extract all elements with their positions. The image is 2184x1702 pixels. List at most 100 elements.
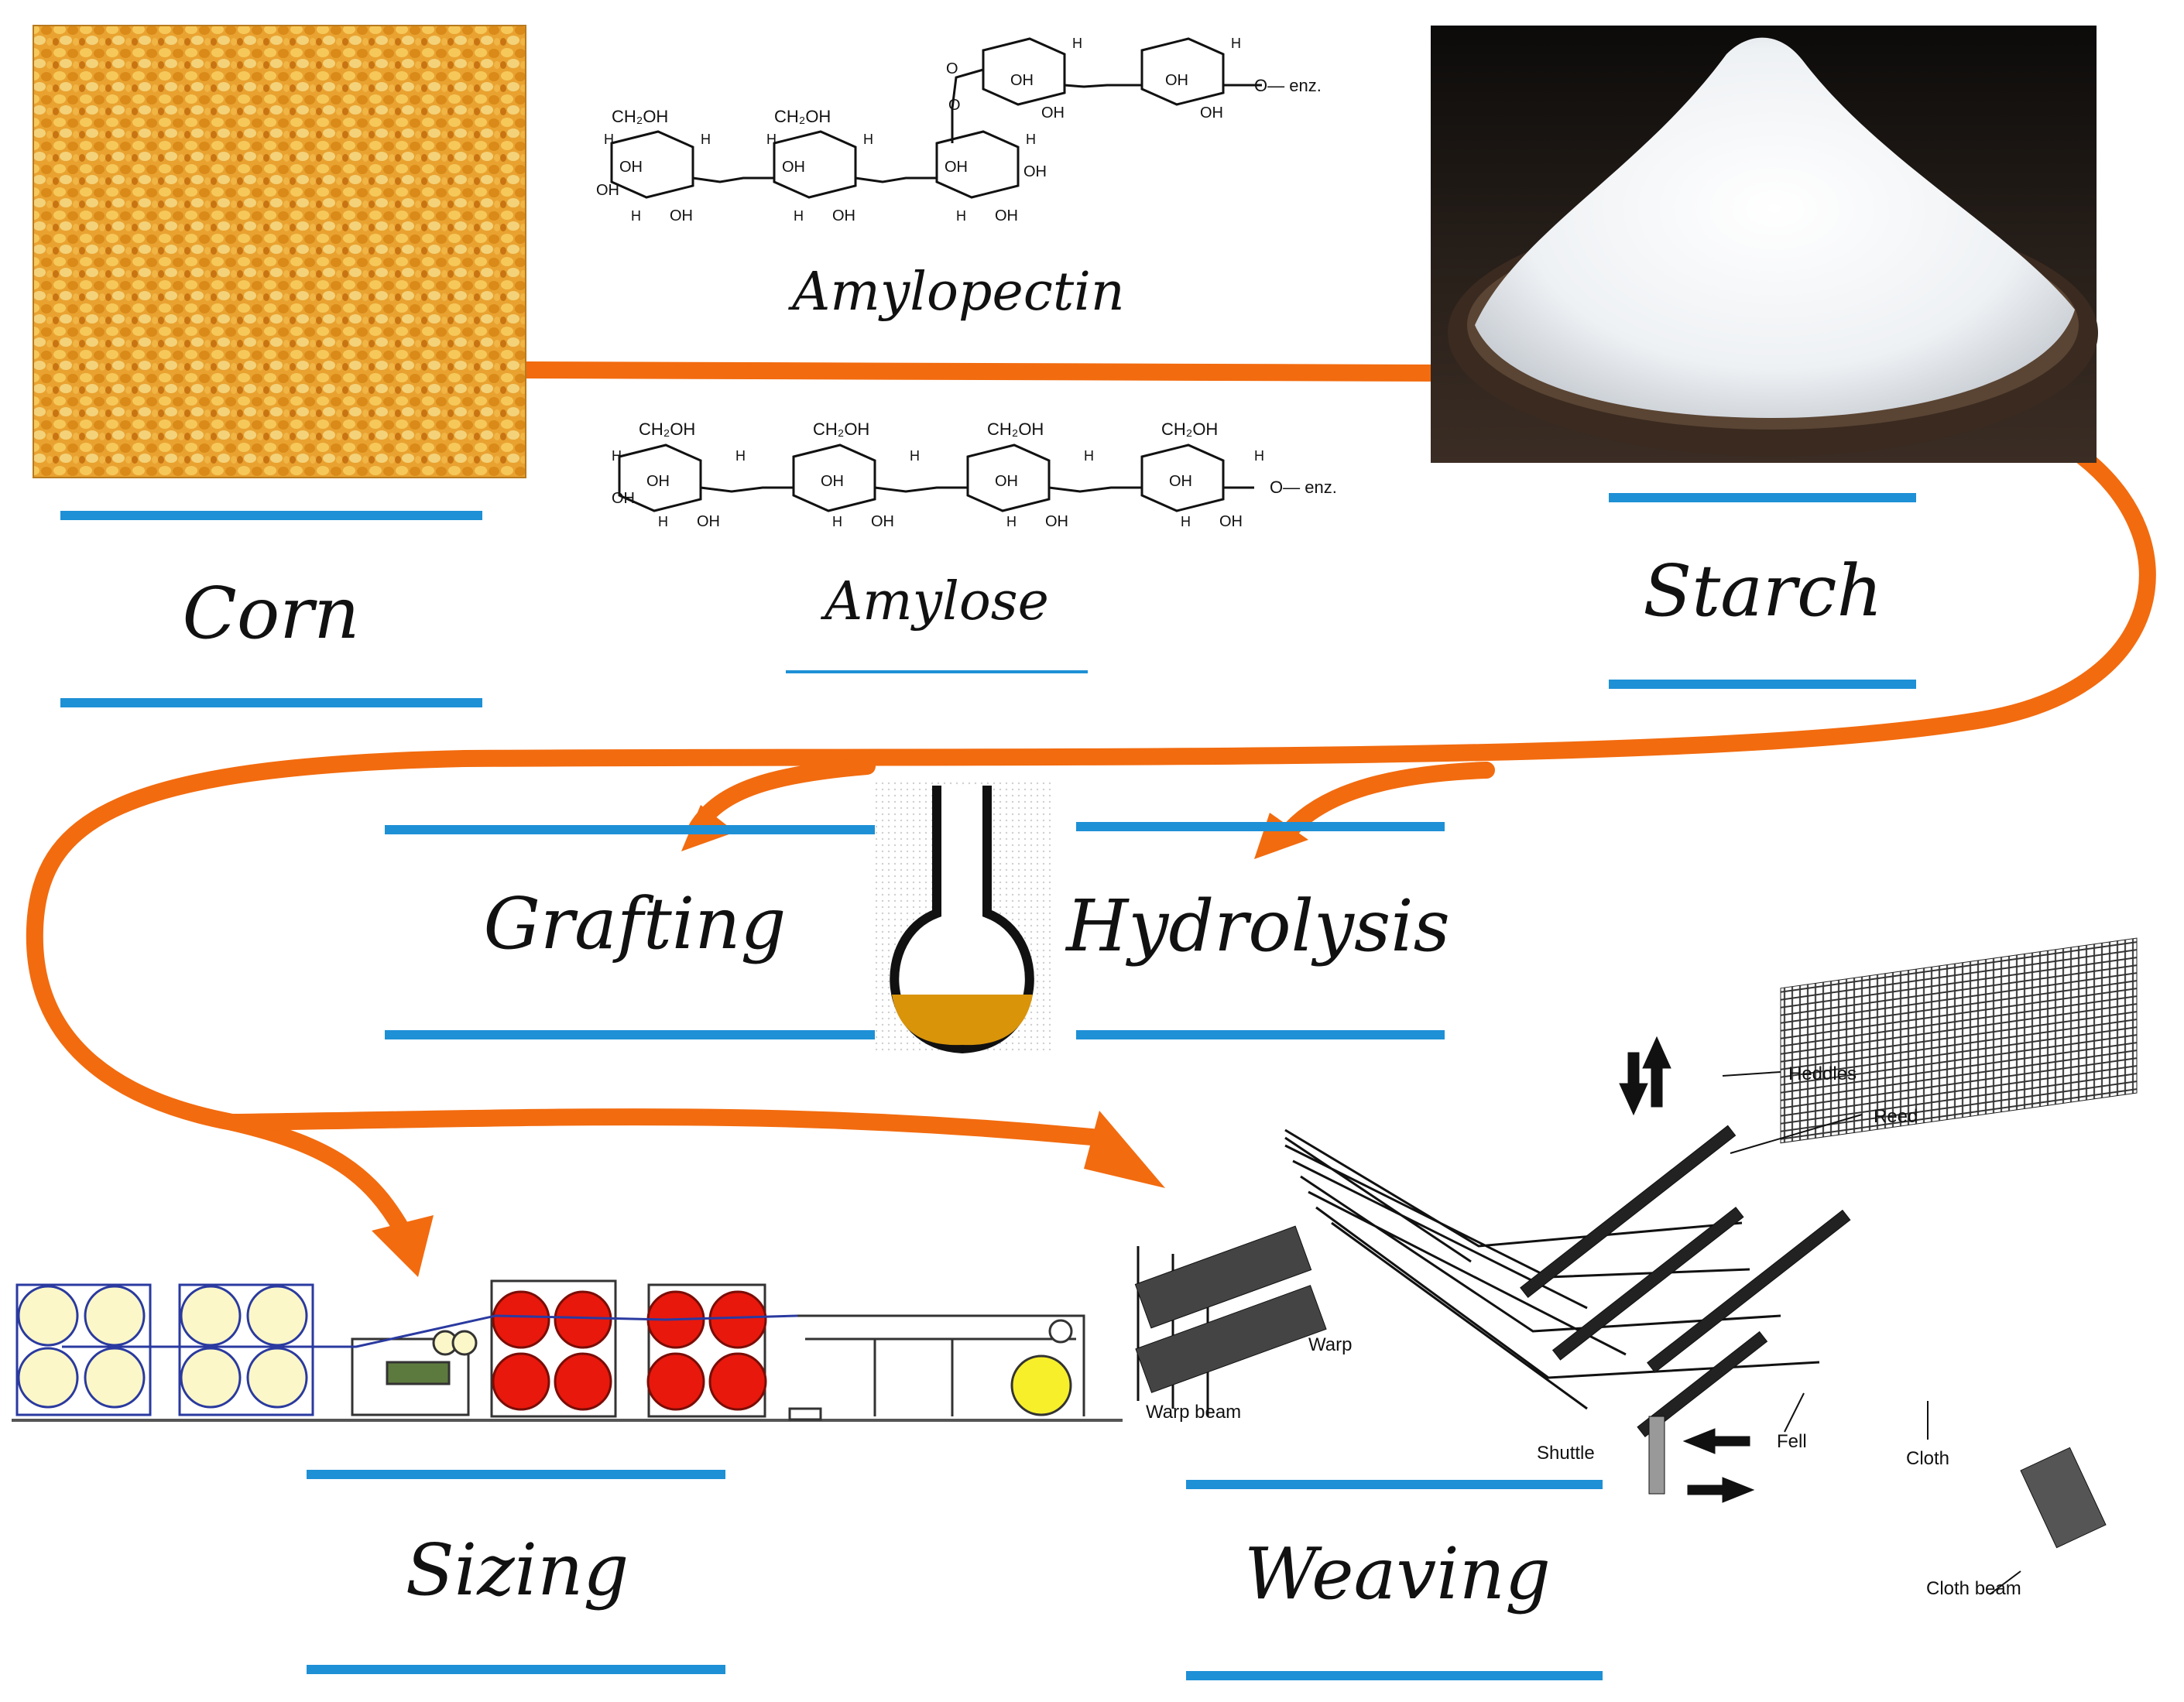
corn-image xyxy=(33,26,526,478)
amylose-labels: CH₂OH CH₂OH CH₂OH CH₂OH OH OH OH OH OH O… xyxy=(612,420,1337,673)
svg-text:O— enz.: O— enz. xyxy=(1270,478,1337,497)
amylopectin-structure xyxy=(610,37,1262,199)
cloth-label: Cloth xyxy=(1906,1448,1949,1469)
svg-text:CH₂OH: CH₂OH xyxy=(987,420,1044,439)
svg-text:OH: OH xyxy=(945,159,968,176)
sizing-section: Sizing xyxy=(307,1470,725,1674)
up-arrow-icon xyxy=(1642,1036,1671,1108)
heddles-label: Heddles xyxy=(1788,1063,1857,1084)
right-arrow-icon xyxy=(1687,1477,1755,1503)
starch-label: Starch xyxy=(1643,550,1883,632)
svg-text:O: O xyxy=(948,97,961,114)
grafting-section: Grafting xyxy=(385,825,875,1039)
corn-section: Corn xyxy=(33,25,526,707)
svg-text:OH: OH xyxy=(670,207,693,224)
left-arrow-icon xyxy=(1682,1428,1750,1454)
svg-text:H: H xyxy=(956,208,966,224)
to-grafting-arrow xyxy=(688,758,876,837)
svg-text:H: H xyxy=(1072,36,1082,51)
sizing-machine xyxy=(12,1279,1123,1422)
svg-text:OH: OH xyxy=(832,207,855,224)
starch-powder xyxy=(1475,37,2075,419)
starch-to-process-arrow xyxy=(26,448,2156,1239)
to-weaving-arrow xyxy=(224,1108,1108,1146)
svg-text:H: H xyxy=(604,132,614,147)
svg-text:H: H xyxy=(612,448,622,464)
svg-text:OH: OH xyxy=(619,159,643,176)
svg-text:O: O xyxy=(946,60,958,77)
loom-diagram xyxy=(1134,937,2138,1595)
svg-text:CH₂OH: CH₂OH xyxy=(639,420,695,439)
heddles-icon xyxy=(1520,1125,1737,1299)
svg-text:OH: OH xyxy=(1169,473,1192,490)
svg-text:H: H xyxy=(794,208,804,224)
fell-label: Fell xyxy=(1777,1431,1807,1452)
svg-text:OH: OH xyxy=(871,513,894,530)
cloth-beam-icon xyxy=(2020,1447,2107,1549)
svg-text:H: H xyxy=(1006,514,1017,529)
weaving-label: Weaving xyxy=(1244,1532,1551,1615)
svg-text:OH: OH xyxy=(1023,163,1047,180)
amylose-structure xyxy=(618,443,1254,512)
svg-text:O— enz.: O— enz. xyxy=(1254,76,1322,95)
svg-text:H: H xyxy=(1026,132,1036,147)
svg-text:CH₂OH: CH₂OH xyxy=(813,420,869,439)
arrow-heads xyxy=(372,805,1308,1277)
corn-label: Corn xyxy=(182,572,359,655)
svg-text:H: H xyxy=(910,448,920,464)
svg-text:OH: OH xyxy=(697,513,720,530)
svg-text:H: H xyxy=(832,514,842,529)
svg-text:H: H xyxy=(863,132,873,147)
amylopectin-label: Amylopectin xyxy=(787,262,1124,323)
svg-text:OH: OH xyxy=(1041,104,1065,122)
svg-text:H: H xyxy=(1084,448,1094,464)
shuttle-icon xyxy=(1648,1416,1665,1495)
svg-text:H: H xyxy=(766,132,777,147)
svg-text:OH: OH xyxy=(1200,104,1223,122)
weaving-section: Weaving xyxy=(1186,1480,1603,1680)
starch-section: Starch xyxy=(1431,26,2098,689)
corn-to-starch-arrow xyxy=(518,361,1449,382)
svg-text:OH: OH xyxy=(612,490,635,507)
warp-label: Warp xyxy=(1308,1334,1352,1355)
sizing-label: Sizing xyxy=(406,1529,629,1611)
cloth-icon xyxy=(1780,937,2138,1144)
svg-text:OH: OH xyxy=(1165,72,1188,89)
flask-icon xyxy=(873,782,1051,1054)
svg-text:CH₂OH: CH₂OH xyxy=(1161,420,1218,439)
svg-text:H: H xyxy=(631,208,641,224)
svg-text:OH: OH xyxy=(596,182,619,199)
svg-text:CH₂OH: CH₂OH xyxy=(612,107,668,126)
svg-text:OH: OH xyxy=(995,207,1018,224)
svg-text:OH: OH xyxy=(821,473,844,490)
warp-beam-icon xyxy=(1134,1225,1312,1329)
svg-text:OH: OH xyxy=(1219,513,1243,530)
svg-text:H: H xyxy=(1181,514,1191,529)
amylose-label: Amylose xyxy=(820,571,1049,632)
grafting-label: Grafting xyxy=(484,882,787,965)
hydrolysis-section: Hydrolysis xyxy=(1065,822,1450,1039)
amylopectin-labels: CH₂OH CH₂OH OH OH OH OH OH OH OH OH OH O… xyxy=(596,36,1322,323)
sizing-arrow-head xyxy=(372,1215,434,1277)
svg-text:OH: OH xyxy=(1010,72,1034,89)
weaving-arrow-head xyxy=(1084,1111,1165,1188)
reed-label: Reed xyxy=(1874,1106,1918,1127)
svg-text:H: H xyxy=(1254,448,1264,464)
svg-text:OH: OH xyxy=(646,473,670,490)
to-hydrolysis-arrow xyxy=(1277,762,1495,844)
svg-text:H: H xyxy=(1231,36,1241,51)
cloth-beam-label: Cloth beam xyxy=(1926,1578,2021,1599)
svg-text:H: H xyxy=(735,448,746,464)
svg-text:OH: OH xyxy=(995,473,1018,490)
hydrolysis-label: Hydrolysis xyxy=(1065,885,1450,967)
svg-text:H: H xyxy=(658,514,668,529)
svg-text:OH: OH xyxy=(1045,513,1068,530)
down-arrow-icon xyxy=(1619,1052,1648,1116)
reed-icon xyxy=(1647,1209,1851,1373)
svg-text:OH: OH xyxy=(782,159,805,176)
warp-beam-label: Warp beam xyxy=(1146,1402,1241,1423)
shuttle-label: Shuttle xyxy=(1537,1443,1595,1464)
svg-text:CH₂OH: CH₂OH xyxy=(774,107,831,126)
flow-arrows xyxy=(26,361,2156,1239)
